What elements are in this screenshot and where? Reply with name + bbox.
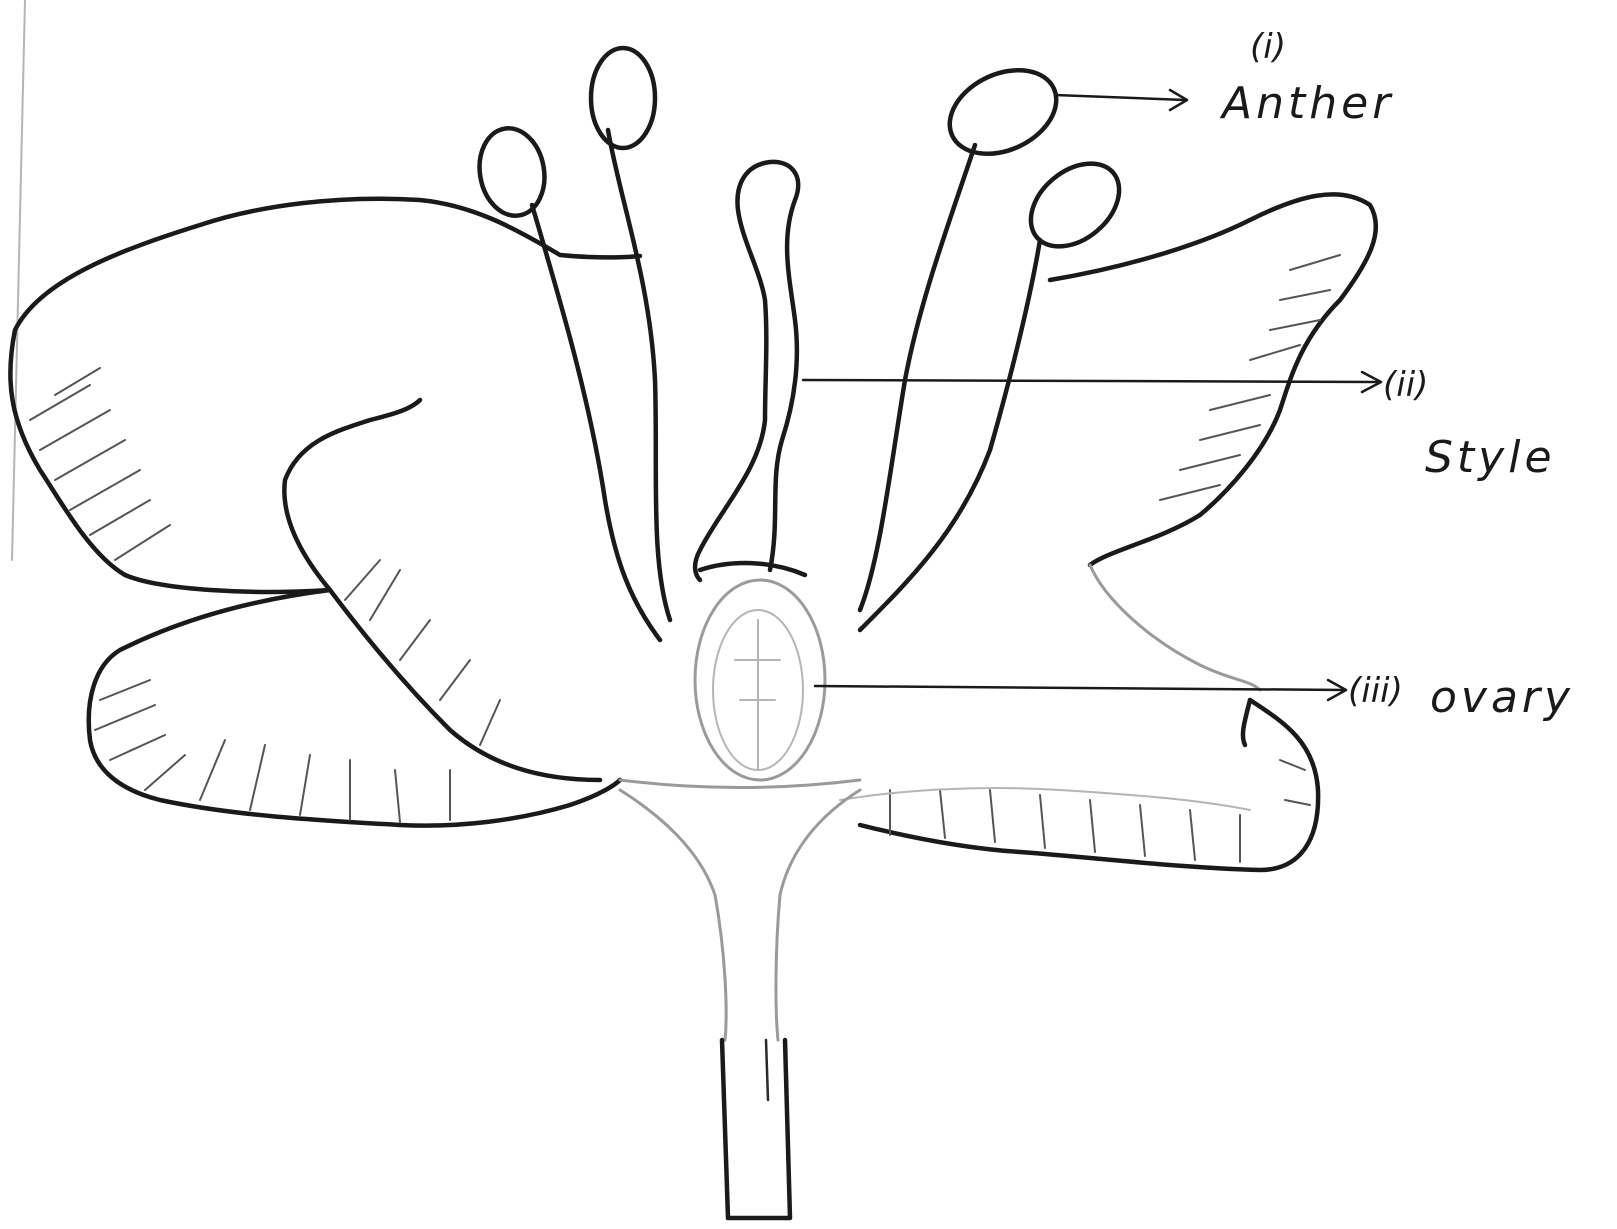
anther-label: Anther bbox=[1219, 78, 1394, 129]
style bbox=[695, 162, 798, 580]
filament-4 bbox=[860, 240, 1040, 630]
anther-3 bbox=[936, 54, 1070, 170]
anther-pointer bbox=[1055, 90, 1187, 110]
page-margin-line bbox=[12, 0, 25, 560]
receptacle-and-stalk bbox=[620, 780, 860, 1218]
anther-1 bbox=[473, 123, 551, 221]
anther-2 bbox=[591, 48, 655, 148]
ovary-label-number: (iii) bbox=[1348, 671, 1403, 711]
style-label: Style bbox=[1425, 432, 1556, 483]
style-label-number: (ii) bbox=[1383, 365, 1428, 405]
ovary bbox=[695, 563, 825, 780]
right-lower-petal bbox=[840, 700, 1318, 870]
filament-3 bbox=[860, 145, 975, 610]
ovary-pointer bbox=[815, 680, 1346, 700]
right-upper-petal bbox=[1050, 194, 1376, 690]
anther-4 bbox=[1015, 147, 1135, 263]
anther-label-number: (i) bbox=[1250, 27, 1286, 67]
left-lower-petal bbox=[89, 560, 620, 826]
pistil bbox=[695, 162, 798, 580]
ovary-label: ovary bbox=[1430, 672, 1574, 723]
filament-2 bbox=[608, 130, 670, 620]
stamens bbox=[473, 48, 1135, 640]
